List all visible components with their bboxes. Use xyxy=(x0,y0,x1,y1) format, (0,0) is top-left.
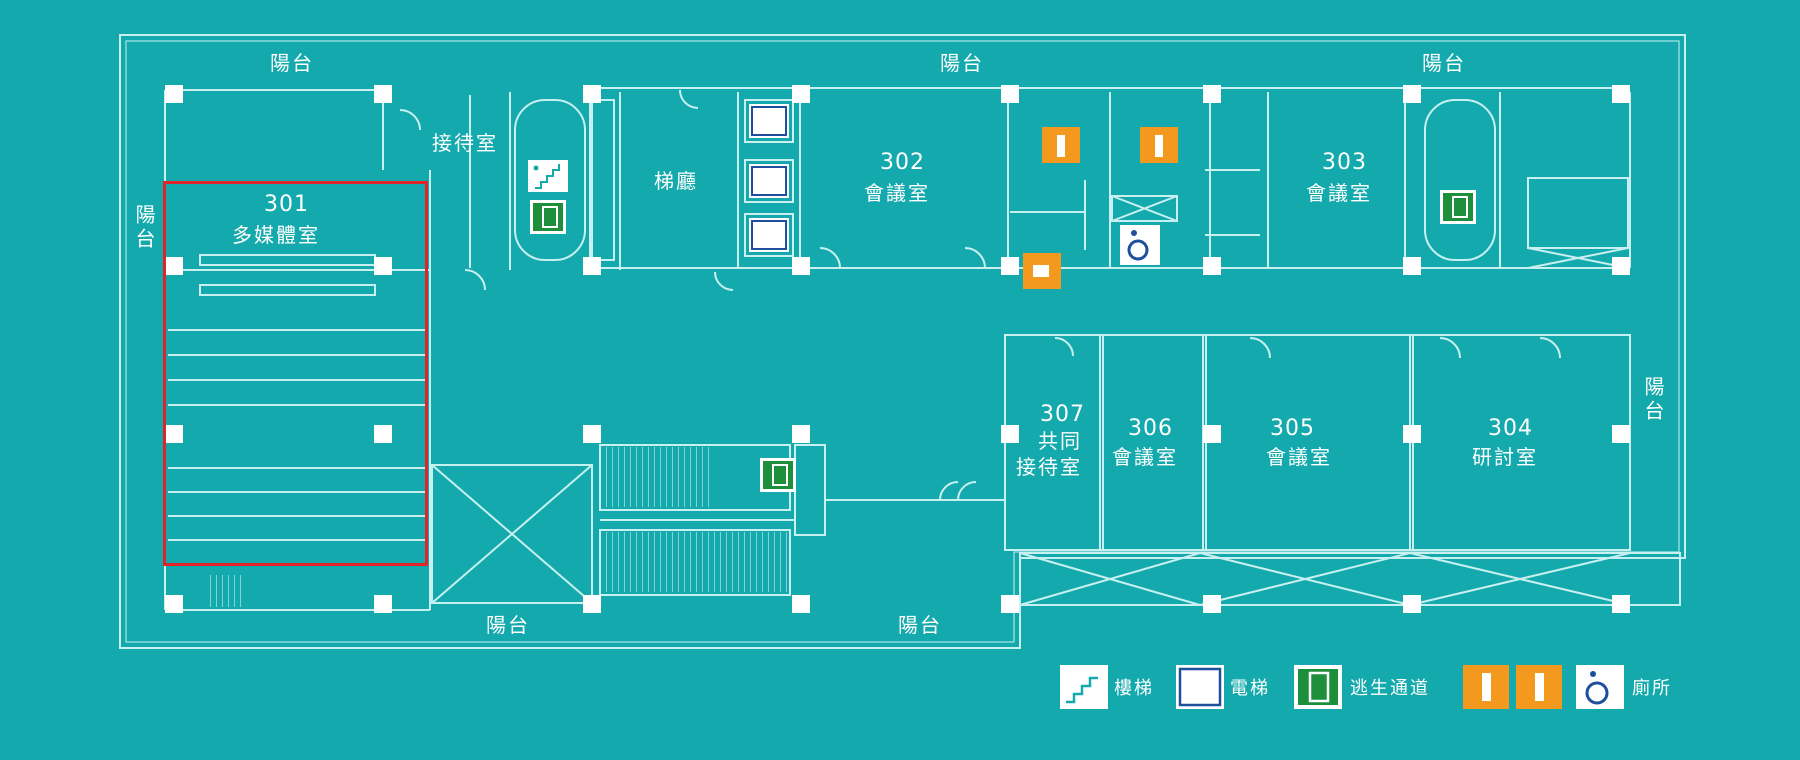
room-303-number: 303 xyxy=(1322,150,1367,175)
columns xyxy=(165,85,1630,613)
room-301-number: 301 xyxy=(264,192,309,217)
stair-treads xyxy=(602,532,788,592)
legend-stairs-icon xyxy=(1060,665,1108,709)
legend-female-toilet-icon xyxy=(1516,665,1562,709)
room-302-number: 302 xyxy=(880,150,925,175)
room-305-number: 305 xyxy=(1270,416,1315,441)
walls xyxy=(119,34,1686,649)
balcony-label-top-right: 陽台 xyxy=(1422,51,1466,75)
stair-treads xyxy=(205,575,245,607)
legend-accessible-toilet-icon xyxy=(1576,665,1624,709)
exit-icon xyxy=(1440,190,1476,224)
legend-toilet-label: 廁所 xyxy=(1632,678,1672,699)
balcony-label-right: 陽台 xyxy=(1641,376,1665,424)
legend-exit-icon xyxy=(1294,665,1342,709)
stairs-icon xyxy=(528,160,568,192)
balcony-label-bottom-left: 陽台 xyxy=(486,613,530,637)
room-302-name: 會議室 xyxy=(864,181,930,205)
legend-male-toilet-icon xyxy=(1463,665,1509,709)
legend-elevator-icon xyxy=(1176,665,1224,709)
elevator-icon xyxy=(749,104,789,138)
exit-icon xyxy=(530,200,566,234)
room-303-name: 會議室 xyxy=(1306,181,1372,205)
highlighted-room-301[interactable] xyxy=(163,181,428,566)
balcony-label-top-left: 陽台 xyxy=(270,51,314,75)
legend-stairs-label: 樓梯 xyxy=(1114,678,1154,699)
exit-icon xyxy=(760,458,796,492)
elevator-icon xyxy=(749,164,789,198)
legend-exit-label: 逃生通道 xyxy=(1350,678,1430,699)
balcony-label-left: 陽台 xyxy=(132,204,156,252)
room-306-number: 306 xyxy=(1128,416,1173,441)
room-304-number: 304 xyxy=(1488,416,1533,441)
room-307-name-line1: 共同 xyxy=(1038,429,1082,453)
stair-treads xyxy=(602,447,712,507)
room-305-name: 會議室 xyxy=(1266,445,1332,469)
female-toilet-icon xyxy=(1140,127,1178,163)
reception-room-name: 接待室 xyxy=(432,131,498,155)
cafe-icon xyxy=(1023,253,1061,289)
elevator-icon xyxy=(749,218,789,252)
balcony-label-bottom-center: 陽台 xyxy=(898,613,942,637)
balcony-label-top-center: 陽台 xyxy=(940,51,984,75)
room-306-name: 會議室 xyxy=(1112,445,1178,469)
elevator-lobby-name: 梯廳 xyxy=(654,169,698,193)
male-toilet-icon xyxy=(1042,127,1080,163)
room-307-name-line2: 接待室 xyxy=(1016,455,1082,479)
room-307-number: 307 xyxy=(1040,402,1085,427)
legend-elevator-label: 電梯 xyxy=(1230,678,1270,699)
room-304-name: 研討室 xyxy=(1472,445,1538,469)
room-301-name: 多媒體室 xyxy=(232,223,320,247)
accessible-toilet-icon xyxy=(1120,225,1160,265)
